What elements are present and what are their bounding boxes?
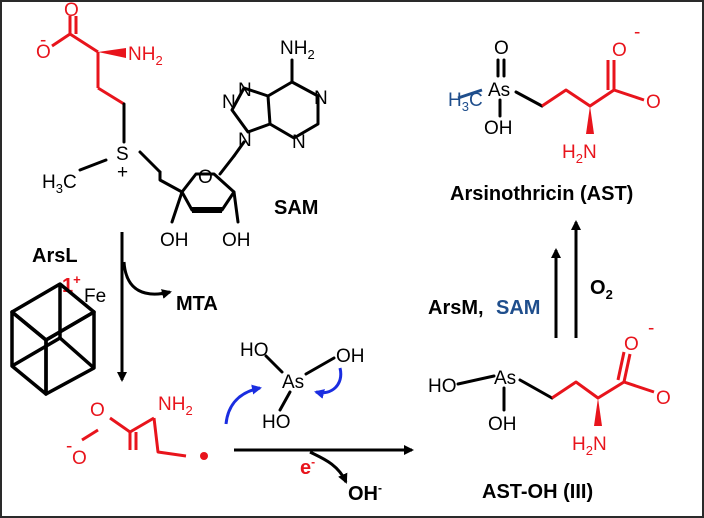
curly-arrow-right: [314, 367, 343, 399]
arsinothricin-label: Arsinothricin (AST): [450, 183, 633, 205]
sam-sulfur: S: [116, 144, 129, 165]
arsl-cluster: ArsL 1+ Fe: [10, 245, 106, 396]
fe-atom: Fe: [84, 286, 106, 307]
arsl-label: ArsL: [32, 245, 78, 267]
arsinothricin-molecule: H3C As O OH O - O H2N Arsinothricin (AST…: [448, 22, 661, 205]
ast-minus-sign: -: [634, 22, 640, 43]
sam-o-top: O: [64, 0, 79, 21]
adenine-n3: N: [292, 132, 306, 153]
radical-o-top: O: [90, 400, 105, 421]
adenine-n7-left: N: [222, 92, 236, 113]
hydroxide-release-arrow: [309, 450, 348, 484]
astoh-o-minus: O: [624, 334, 639, 355]
mta-label: MTA: [176, 293, 218, 315]
sam-h3c: H3C: [42, 172, 77, 196]
sam-minus-sign: -: [40, 30, 46, 51]
as-ho-bottom: HO: [262, 412, 291, 433]
ast-h2n: H2N: [562, 142, 597, 166]
ast-o: O: [646, 92, 661, 113]
ast-h3c: H3C: [448, 90, 483, 114]
ast-as: As: [488, 80, 510, 101]
ast-oh-molecule: HO As OH O - O H2N AST-OH (III): [428, 318, 671, 503]
o2-label: O2: [590, 277, 613, 302]
sam-oh-right: OH: [222, 230, 251, 251]
as-ho-top: HO: [240, 340, 269, 361]
arsenous-acid: HO As OH HO: [224, 340, 365, 433]
astoh-as: As: [494, 368, 516, 389]
arsm-label: ArsM,: [428, 297, 484, 319]
ast-oh-label: AST-OH (III): [482, 481, 593, 503]
radical-minus-sign: -: [66, 436, 72, 457]
astoh-o: O: [656, 388, 671, 409]
adenine-n9: N: [238, 130, 252, 151]
ast-o-top: O: [494, 38, 509, 59]
sam-label: SAM: [274, 197, 318, 219]
astoh-ho: HO: [428, 376, 457, 397]
sam-nh2: NH2: [128, 44, 163, 68]
as-atom: As: [282, 372, 304, 393]
radical-o-minus: O: [72, 448, 87, 469]
curly-arrow-left: [224, 384, 262, 425]
sam-cofactor-label: SAM: [496, 297, 540, 319]
fe-s-cube-icon: [10, 282, 96, 396]
adenine-n7: N: [238, 80, 252, 101]
sam-oh-left: OH: [160, 230, 189, 251]
sam-ring-oxygen: O: [198, 167, 213, 188]
astoh-h2n: H2N: [572, 434, 607, 458]
ast-oh: OH: [484, 118, 513, 139]
sam-o-minus: O: [36, 42, 51, 63]
sam-plus-sign: +: [117, 162, 128, 183]
aminocarboxypropyl-radical: O O - NH2: [66, 394, 208, 469]
radical-dot: [200, 452, 208, 460]
mta-release-arrow: [122, 261, 172, 299]
adenine-amine: NH2: [280, 38, 315, 62]
electron-label: e-: [300, 455, 315, 479]
hydroxide-label: OH-: [348, 481, 382, 505]
adenine-n1: N: [314, 88, 328, 109]
sam-molecule: O O - NH2 S + H3C O OH OH N N N N N NH2 …: [36, 0, 328, 251]
radical-nh2: NH2: [158, 394, 193, 418]
astoh-oh: OH: [488, 414, 517, 435]
ast-o-minus: O: [612, 40, 627, 61]
as-oh-right: OH: [336, 346, 365, 367]
astoh-minus-sign: -: [648, 318, 654, 339]
